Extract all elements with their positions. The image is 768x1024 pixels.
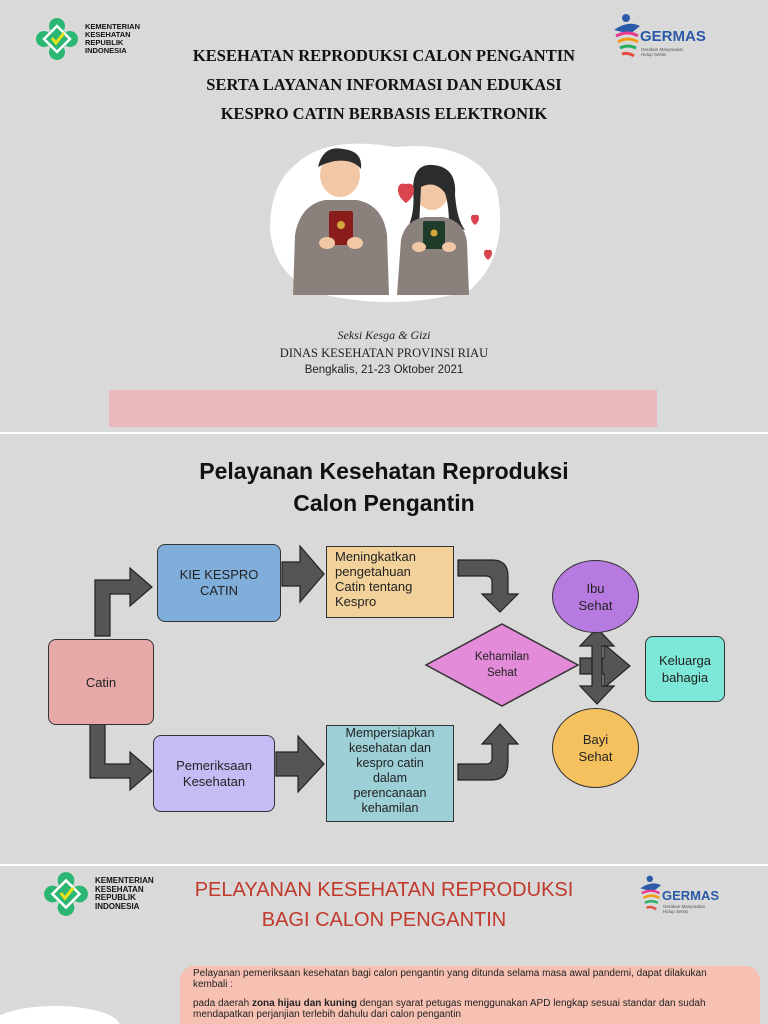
info-para2-post: dengan syarat petugas menggunakan APD le… — [193, 998, 706, 1020]
germas-logo: GERMAS Gerakan Masyarakat Hidup Sehat — [610, 12, 730, 67]
node-kie-kespro: KIE KESPRO CATIN — [157, 544, 281, 622]
flow-arrows — [89, 544, 631, 794]
kemenkes-logo: KEMENTERIAN KESEHATAN REPUBLIK INDONESIA — [34, 16, 140, 62]
couple-illustration — [270, 143, 501, 303]
cover-title-line-3: KESPRO CATIN BERBASIS ELEKTRONIK — [220, 104, 548, 123]
info-panel — [180, 966, 760, 1024]
pelayanan-title-line-1: PELAYANAN KESEHATAN REPRODUKSI — [194, 879, 574, 901]
cover-section: Seksi Kesga & Gizi — [337, 328, 431, 342]
arrow-meningkatkan-to-kehamilan — [457, 559, 520, 613]
decorative-cloud — [0, 1006, 120, 1024]
arrow-kie-to-meningkatkan — [281, 544, 325, 604]
arrow-mempersiapkan-to-kehamilan — [457, 723, 520, 781]
arrow-catin-to-pemeriksaan — [89, 721, 153, 792]
germas-logo-2: GERMAS Gerakan Masyarakat Hidup Sehat — [636, 874, 736, 918]
germas-name: GERMAS — [640, 28, 706, 45]
germas-name-2: GERMAS — [662, 888, 720, 903]
arrow-ibu-bayi — [578, 627, 616, 705]
arrow-kehamilan-to-keluarga — [579, 642, 631, 690]
heart-icon — [471, 214, 479, 225]
kemenkes-line-1: KEMENTERIAN — [85, 22, 141, 31]
node-pemeriksaan: Pemeriksaan Kesehatan — [153, 735, 275, 812]
node-bayi-sehat: Bayi Sehat — [552, 708, 639, 788]
info-paragraph-2: pada daerah zona hijau dan kuning dengan… — [193, 998, 743, 1020]
node-catin: Catin — [48, 639, 154, 725]
germas-figure-icon — [640, 875, 661, 911]
flow-title-line-1: Pelayanan Kesehatan Reproduksi — [199, 458, 569, 484]
info-para2-bold: zona hijau dan kuning — [251, 998, 357, 1009]
flow-title-line-2: Calon Pengantin — [293, 490, 475, 516]
arrow-pemeriksaan-to-mempersiapkan — [275, 734, 325, 794]
slide-flowchart: Pelayanan Kesehatan Reproduksi Calon Pen… — [0, 434, 768, 864]
kemenkes2-line-4: INDONESIA — [95, 901, 140, 911]
node-kehamilan: Kehamilan Sehat — [474, 651, 530, 679]
kemenkes-emblem-icon — [44, 872, 88, 916]
heart-icon — [398, 183, 414, 203]
kemenkes-line-4: INDONESIA — [85, 46, 127, 55]
slide-pelayanan: KEMENTERIAN KESEHATAN REPUBLIK INDONESIA… — [0, 866, 768, 1024]
germas2-sub-2: Hidup Sehat — [663, 909, 688, 914]
cover-place-date: Bengkalis, 21-23 Oktober 2021 — [304, 364, 464, 376]
slide-cover: KEMENTERIAN KESEHATAN REPUBLIK INDONESIA… — [0, 0, 768, 432]
kemenkes2-line-1: KEMENTERIAN — [95, 876, 154, 885]
pelayanan-title-line-2: BAGI CALON PENGANTIN — [261, 909, 507, 931]
node-ibu-sehat: Ibu Sehat — [552, 560, 639, 633]
kemenkes-emblem-icon — [36, 18, 78, 60]
node-kehamilan-shape — [424, 623, 580, 707]
info-paragraph-1: Pelayanan pemeriksaan kesehatan bagi cal… — [193, 968, 707, 990]
cover-title-line-2: SERTA LAYANAN INFORMASI DAN EDUKASI — [206, 75, 562, 94]
kemenkes2-line-3: REPUBLIK — [95, 893, 136, 902]
node-keluarga-bahagia: Keluarga bahagia — [645, 636, 725, 702]
cover-pink-bar — [109, 390, 657, 427]
info-para2-pre: pada daerah — [193, 998, 252, 1009]
germas2-sub-1: Gerakan Masyarakat — [663, 904, 705, 909]
germas-figure-icon — [614, 14, 640, 58]
node-mempersiapkan: Mempersiapkan kesehatan dan kespro catin… — [326, 725, 454, 822]
node-meningkatkan: Meningkatkan pengetahuan Catin tentang K… — [326, 546, 454, 618]
kemenkes-line-2: KESEHATAN — [85, 30, 131, 39]
kemenkes-line-3: REPUBLIK — [85, 38, 124, 47]
germas-sub-2: Hidup Sehat — [641, 52, 666, 57]
germas-sub-1: Gerakan Masyarakat — [641, 47, 683, 52]
kemenkes2-line-2: KESEHATAN — [95, 884, 144, 894]
heart-icon — [484, 249, 492, 260]
cover-title-line-1: KESEHATAN REPRODUKSI CALON PENGANTIN — [192, 46, 576, 65]
cover-agency: DINAS KESEHATAN PROVINSI RIAU — [279, 346, 489, 360]
arrow-catin-to-kie — [94, 566, 153, 637]
kemenkes-logo-2: KEMENTERIAN KESEHATAN REPUBLIK INDONESIA — [42, 870, 154, 918]
